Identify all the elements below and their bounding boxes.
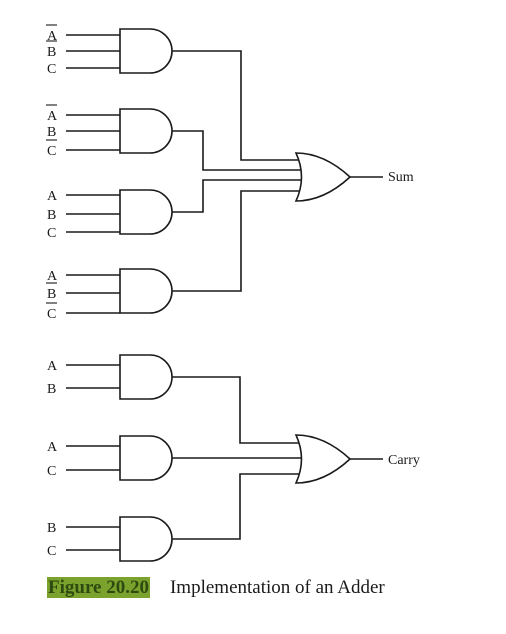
input-label-B: B [47, 382, 56, 397]
input-label-B: B [47, 45, 56, 60]
input-label-B: B [47, 208, 56, 223]
wires [66, 34, 383, 551]
input-label-B: B [47, 287, 56, 302]
input-label-A: A [47, 29, 58, 44]
input-label-C: C [47, 544, 56, 559]
input-label-C: C [47, 144, 56, 159]
input-label-B: B [47, 125, 56, 140]
and-gate-7 [119, 516, 173, 562]
input-label-C: C [47, 464, 56, 479]
or-gate-carry [294, 434, 352, 484]
figure-number: Figure 20.20 [47, 577, 150, 598]
sum-wire-1 [172, 50, 300, 161]
input-label-A: A [47, 440, 58, 455]
figure-caption: Figure 20.20 Implementation of an Adder [47, 577, 385, 599]
input-label-A: A [47, 269, 58, 284]
sum-wire-3 [172, 179, 306, 213]
sum-wire-2 [172, 130, 305, 171]
and-gate-4 [119, 268, 173, 314]
figure-title: Implementation of an Adder [169, 577, 385, 598]
input-label-A: A [47, 109, 58, 124]
carry-wire-1 [172, 376, 301, 444]
carry-wire-3 [172, 473, 301, 540]
input-label-B: B [47, 521, 56, 536]
and-gate-2 [119, 108, 173, 154]
carry-output-label: Carry [388, 453, 420, 468]
gates-layer [119, 28, 352, 562]
sum-wire-4 [172, 190, 302, 292]
and-gate-6 [119, 435, 173, 481]
and-gate-5 [119, 354, 173, 400]
and-gate-3 [119, 189, 173, 235]
sum-output-label: Sum [388, 170, 414, 185]
input-label-A: A [47, 359, 58, 374]
input-label-A: A [47, 189, 58, 204]
input-label-C: C [47, 62, 56, 77]
or-gate-sum [294, 152, 352, 202]
input-label-C: C [47, 307, 56, 322]
input-label-C: C [47, 226, 56, 241]
and-gate-1 [119, 28, 173, 74]
